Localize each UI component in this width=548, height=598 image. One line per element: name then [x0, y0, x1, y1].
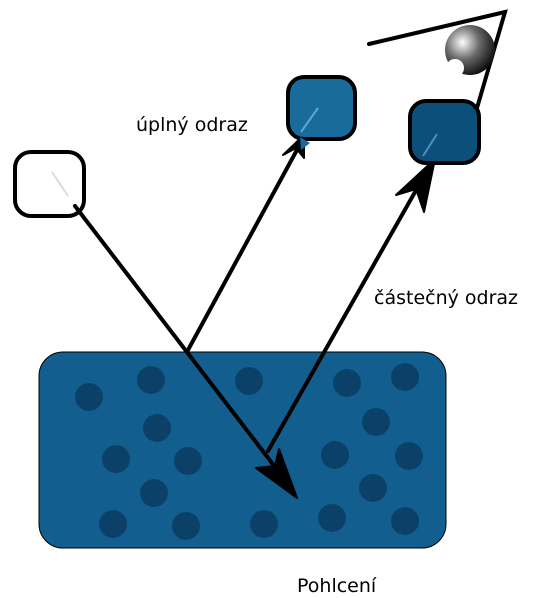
- particle: [137, 366, 165, 394]
- partial-reflection-label: částečný odraz: [374, 287, 518, 309]
- bulb-icon: [367, 9, 508, 110]
- bulb-highlight: [446, 59, 464, 77]
- total-reflection-label: úplný odraz: [136, 114, 248, 136]
- incident-light-square: [13, 150, 86, 218]
- incident-arrowhead: [255, 448, 298, 499]
- incident-ray: [73, 204, 287, 482]
- particle: [235, 367, 263, 395]
- partial-reflection-glint: [422, 133, 438, 157]
- total-reflection-arrowhead: [282, 134, 305, 159]
- particle: [391, 507, 419, 535]
- particle: [140, 479, 168, 507]
- total-reflection-square: [286, 75, 357, 141]
- particle: [362, 408, 390, 436]
- total-reflection-glint: [300, 107, 319, 133]
- particle: [174, 447, 202, 475]
- particle: [321, 441, 349, 469]
- particle: [359, 474, 387, 502]
- incident-square-glint: [51, 171, 69, 197]
- particle: [143, 414, 171, 442]
- partial-reflection-ray: [266, 183, 421, 453]
- total-reflection-ray: [186, 146, 300, 352]
- particle: [250, 510, 278, 538]
- particle: [391, 363, 419, 391]
- particle: [99, 510, 127, 538]
- particle: [75, 383, 103, 411]
- partial-reflection-square: [408, 99, 481, 165]
- particle: [395, 442, 423, 470]
- absorption-label: Pohlcení: [297, 575, 377, 597]
- particle: [172, 512, 200, 540]
- particle: [318, 504, 346, 532]
- total-reflection-tip: [300, 137, 310, 150]
- absorbing-medium: [38, 351, 447, 549]
- absorbed-particles: [75, 363, 423, 540]
- bulb-housing: [367, 9, 508, 110]
- particle: [333, 369, 361, 397]
- particle: [102, 445, 130, 473]
- partial-reflection-arrowhead: [395, 158, 436, 213]
